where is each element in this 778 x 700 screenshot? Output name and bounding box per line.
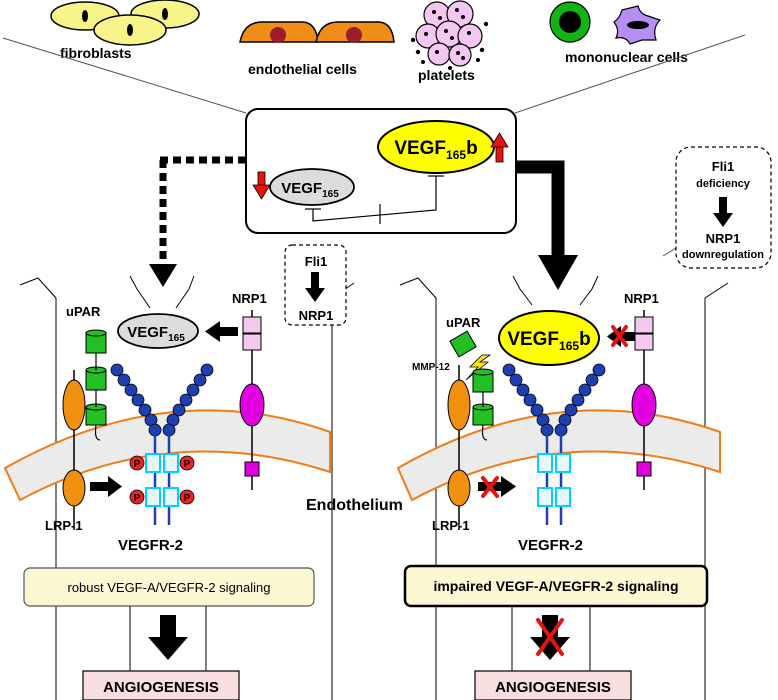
right-vegfr2-label: VEGFR-2	[518, 537, 583, 554]
right-vegfr2-domains	[502, 363, 606, 437]
right-upar-cleaved-domain	[449, 330, 477, 358]
endothelial-cells-illustration	[239, 21, 395, 43]
right-lrp1-block-x-icon	[481, 476, 499, 498]
right-fli1-deficiency-label: deficiency	[696, 178, 751, 190]
left-vegf165-label: VEGF165	[127, 324, 185, 344]
right-membrane	[396, 409, 721, 502]
svg-text:P: P	[184, 493, 191, 504]
left-angiogenesis-box	[82, 670, 240, 700]
left-phospho-groups: P P P P	[129, 455, 195, 505]
right-upar-receptor	[472, 368, 494, 441]
right-downregulation-label: downregulation	[682, 249, 764, 261]
platelets-label: platelets	[418, 67, 475, 83]
left-vegfr2-receptor	[110, 363, 214, 525]
left-fli1-nrp1-label: NRP1	[299, 308, 334, 323]
left-signaling-text: robust VEGF-A/VEGFR-2 signaling	[67, 580, 270, 595]
left-nrp1-to-vegf-arrow	[205, 321, 238, 342]
right-fli1-arrow	[713, 197, 733, 227]
right-fli1-label: Fli1	[712, 159, 734, 174]
right-lrp1-label: LRP-1	[432, 518, 470, 533]
left-lrp1-arrow	[90, 476, 122, 497]
vegf165-center-ellipse	[269, 168, 355, 206]
endothelium-label: Endothelium	[306, 497, 403, 514]
fibroblasts-label: fibroblasts	[60, 45, 132, 61]
right-block-x-icon	[536, 618, 564, 656]
left-angiogenesis-label: ANGIOGENESIS	[103, 679, 219, 696]
svg-text:P: P	[134, 459, 141, 470]
source-line-right	[514, 34, 746, 114]
right-nrp1-block-x-icon	[611, 325, 628, 347]
source-line-left	[2, 37, 247, 114]
right-nrp1-label: NRP1	[624, 291, 659, 306]
right-vegfr2-receptor	[502, 363, 606, 525]
right-signaling-box	[403, 564, 709, 608]
left-lrp1-receptor	[62, 370, 86, 530]
left-lrp1-label: LRP-1	[45, 518, 83, 533]
left-membrane	[3, 409, 331, 502]
right-nrp1-box-label: NRP1	[706, 231, 741, 246]
left-upar-label: uPAR	[66, 304, 101, 319]
svg-text:P: P	[184, 459, 191, 470]
left-vegfr2-domains	[110, 363, 214, 437]
fibroblasts-illustration	[50, 0, 200, 46]
left-nrp1-receptor	[239, 310, 265, 490]
left-down-arrow	[148, 615, 188, 660]
left-vegfr2-label: VEGFR-2	[118, 537, 183, 554]
vegf165b-increase-arrow	[490, 132, 509, 163]
left-vegf165-ellipse	[117, 313, 199, 349]
vegf165-decrease-arrow	[252, 171, 271, 200]
right-stem-lines	[511, 606, 591, 678]
right-upar-label: uPAR	[446, 315, 481, 330]
mononuclear-cells-illustration	[549, 1, 662, 45]
left-fli1-label: Fli1	[305, 254, 327, 269]
right-vegf165b-label: VEGF165b	[507, 329, 590, 353]
right-lrp1-receptor	[447, 365, 471, 530]
platelets-illustration	[410, 0, 489, 70]
left-signaling-box	[23, 567, 315, 607]
right-angiogenesis-label: ANGIOGENESIS	[495, 679, 611, 696]
right-angiogenesis-box	[474, 670, 632, 700]
right-signaling-text: impaired VEGF-A/VEGFR-2 signaling	[433, 578, 678, 594]
phospho-circle: P	[129, 489, 145, 505]
right-vegf165b-ellipse	[498, 310, 600, 366]
thick-arrow-to-right-cell	[516, 160, 578, 290]
dotted-arrow-to-left-cell	[149, 156, 246, 287]
inhibition-lines	[305, 175, 444, 224]
mmp12-label: MMP-12	[412, 362, 450, 373]
left-upar-receptor	[85, 329, 107, 441]
vegf165-center-label: VEGF165	[281, 180, 339, 200]
left-nrp1-label: NRP1	[232, 291, 267, 306]
endothelial-cells-label: endothelial cells	[248, 61, 357, 77]
phospho-circle: P	[179, 455, 195, 471]
svg-text:P: P	[134, 493, 141, 504]
vegf165b-label: VEGF165b	[394, 138, 477, 162]
left-stem-lines	[129, 606, 207, 678]
left-fli1-arrow	[305, 272, 325, 302]
phospho-circle: P	[129, 455, 145, 471]
mononuclear-cells-label: mononuclear cells	[565, 49, 688, 65]
phospho-circle: P	[179, 489, 195, 505]
right-nrp1-receptor	[631, 310, 657, 490]
